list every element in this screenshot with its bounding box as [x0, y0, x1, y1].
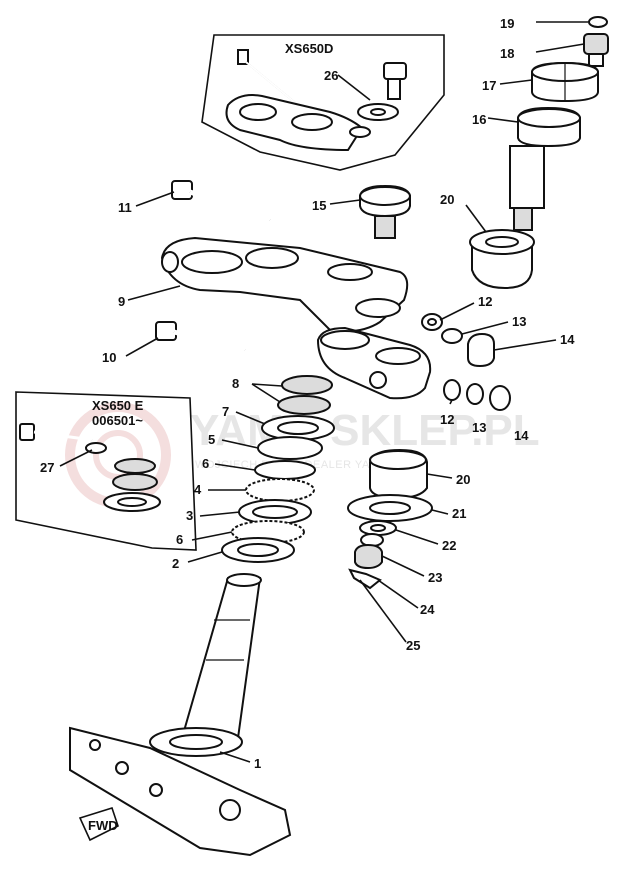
holder-17	[531, 61, 599, 103]
inset-bolt-26	[357, 62, 407, 121]
inset-title-xs650e: XS650 E	[92, 398, 144, 413]
bushing-20-lower	[369, 448, 428, 500]
inset-box-xs650e: XS650 E 006501~	[15, 391, 197, 551]
callout-6-lower: 6	[176, 532, 183, 547]
leader-lines	[59, 21, 588, 763]
handlebar-holder-16	[509, 106, 581, 231]
race-2	[221, 537, 295, 563]
bushing-20-top	[469, 229, 535, 290]
washer-12-top	[421, 313, 443, 331]
callout-10: 10	[102, 350, 116, 365]
callout-20-lower: 20	[456, 472, 470, 487]
callout-12-top: 12	[478, 294, 492, 309]
cover-5	[257, 436, 323, 460]
washer-13-mid	[466, 383, 484, 405]
callout-13-top: 13	[512, 314, 526, 329]
washer-12-mid	[443, 379, 461, 401]
callout-18: 18	[500, 46, 514, 61]
ring-nut-8-b	[277, 395, 331, 415]
callout-23: 23	[428, 570, 442, 585]
inset-serial: 006501~	[92, 413, 143, 428]
race-3	[238, 499, 312, 525]
callout-19: 19	[500, 16, 514, 31]
watermark-brand: YAMA-SKLEP.PL	[190, 406, 540, 455]
callout-4: 4	[194, 482, 202, 497]
callout-13-mid: 13	[472, 420, 486, 435]
bearing-4	[245, 478, 315, 502]
callout-12-mid: 12	[440, 412, 454, 427]
cap-nut-19	[588, 16, 608, 28]
fwd-arrow-icon: FWD	[78, 807, 119, 842]
callout-9: 9	[118, 294, 125, 309]
callout-3: 3	[186, 508, 193, 523]
callout-21: 21	[452, 506, 466, 521]
race-6-upper	[254, 460, 316, 480]
callout-labels: 19 18 17 16 20 15 26 11 9 10 12 13 14 12…	[40, 16, 575, 771]
washer-7	[261, 415, 335, 441]
upper-bracket-9	[160, 236, 409, 333]
callout-15: 15	[312, 198, 326, 213]
bolt-11	[171, 180, 271, 223]
callout-22: 22	[442, 538, 456, 553]
steering-stem-1	[69, 573, 292, 857]
inset-nut-stack	[103, 458, 161, 512]
crown-bracket	[316, 326, 432, 400]
callout-7: 7	[222, 404, 229, 419]
callout-25: 25	[406, 638, 420, 653]
callout-24: 24	[420, 602, 435, 617]
washer-22b	[360, 533, 384, 547]
callout-6-upper: 6	[202, 456, 209, 471]
adjuster-18	[583, 33, 609, 67]
bolt-10	[155, 321, 246, 353]
callout-26: 26	[324, 68, 338, 83]
nut-23	[354, 543, 383, 570]
callout-8: 8	[232, 376, 239, 391]
callout-14-top: 14	[560, 332, 575, 347]
callout-14-mid: 14	[514, 428, 529, 443]
inset-title-xs650d: XS650D	[285, 41, 333, 56]
inset-bracket	[225, 94, 371, 152]
clip-24	[348, 568, 382, 590]
bolt-15	[359, 184, 411, 239]
washer-22	[359, 520, 397, 536]
callout-27: 27	[40, 460, 54, 475]
callout-17: 17	[482, 78, 496, 93]
ring-nut-8-a	[281, 375, 333, 395]
callout-1: 1	[254, 756, 261, 771]
callout-5: 5	[208, 432, 215, 447]
nut-14-mid	[489, 385, 511, 411]
callout-11: 11	[118, 200, 132, 215]
callout-20-top: 20	[440, 192, 454, 207]
nut-14-top	[467, 332, 495, 368]
washer-13-top	[441, 328, 463, 344]
inset-bolt-27	[19, 423, 107, 454]
fwd-label: FWD	[88, 818, 118, 833]
washer-21	[347, 494, 433, 522]
callout-2: 2	[172, 556, 179, 571]
callout-16: 16	[472, 112, 486, 127]
inset-box-xs650d: XS650D	[201, 34, 445, 171]
